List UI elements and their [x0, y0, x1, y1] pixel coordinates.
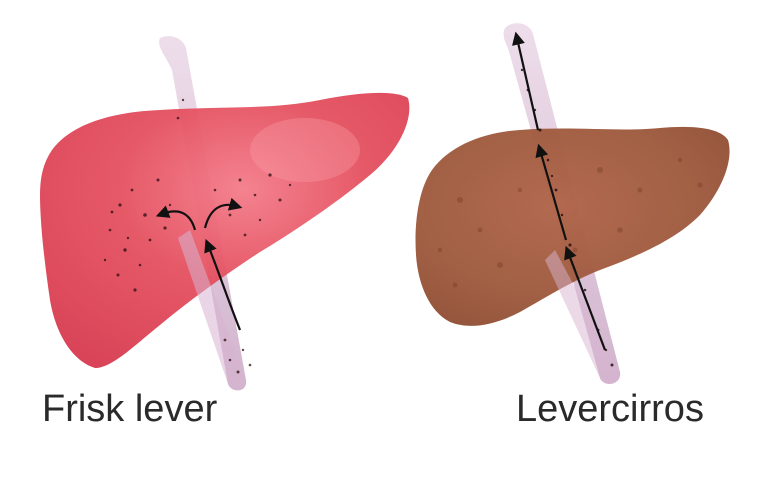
healthy-liver-icon: [40, 36, 409, 390]
healthy-liver-caption: Frisk lever: [42, 390, 217, 428]
cirrhosis-liver-caption: Levercirros: [516, 390, 704, 428]
cirrhotic-liver-icon: [416, 23, 730, 384]
